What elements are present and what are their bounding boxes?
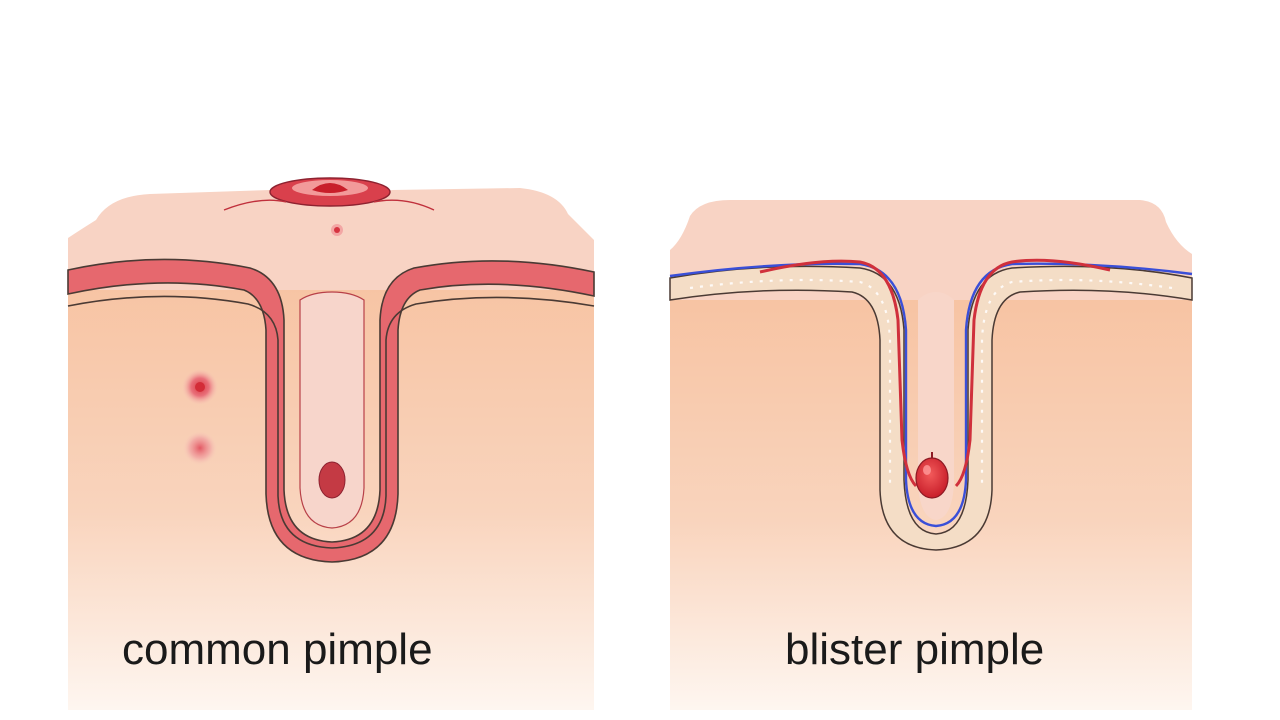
- vein-line-blue: [669, 262, 1193, 528]
- crater-ridge-right: [373, 199, 435, 211]
- caption-common-pimple: common pimple: [122, 625, 433, 674]
- follicle-canal-left: [299, 291, 365, 529]
- follicle-wall-right: [669, 265, 1193, 551]
- artery-line-red: [759, 258, 1111, 488]
- common-pimple-panel: [67, 177, 595, 710]
- dermis-outline-left: [67, 295, 595, 549]
- inflamed-follicle-wall-left: [67, 258, 595, 563]
- crater-ridge-left: [223, 199, 287, 211]
- blister-pimple-panel: [669, 200, 1193, 710]
- sebum-plug: [318, 461, 346, 499]
- blister-highlight: [923, 465, 931, 475]
- inflammation-spot-2: [183, 431, 217, 465]
- blister-sac: [915, 457, 949, 499]
- inflammation-spot-1-core: [195, 382, 205, 392]
- caption-blister-pimple: blister pimple: [785, 625, 1045, 674]
- pore-dot-core: [334, 227, 340, 233]
- pimple-crater-core: [312, 183, 348, 193]
